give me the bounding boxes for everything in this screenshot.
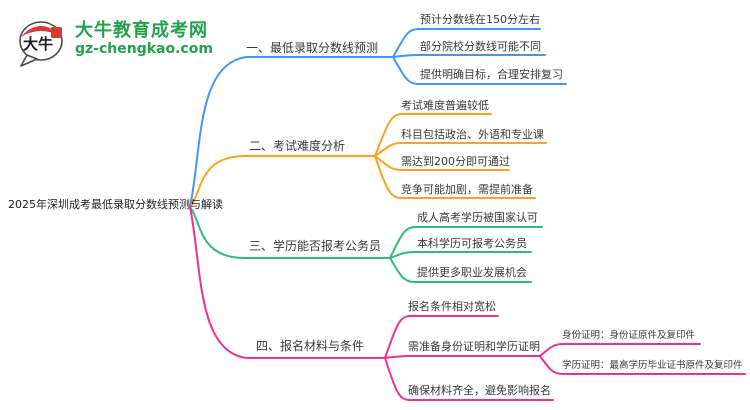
- site-logo: 大牛 大牛教育成考网 gz-chengkao.com: [14, 12, 213, 68]
- branch-2-title: 二、考试难度分析: [249, 139, 346, 153]
- branch-3-child-2: 本科学历可报考公务员: [417, 237, 527, 250]
- branch-4-child-2: 需准备身份证明和学历证明: [408, 340, 540, 353]
- branch-2-child-1: 考试难度普遍较低: [401, 99, 489, 112]
- branch-2-child-3: 需达到200分即可通过: [401, 155, 510, 168]
- branch-3-child-1: 成人高考学历被国家认可: [417, 211, 538, 224]
- branch-4-child-3: 确保材料齐全，避免影响报名: [408, 384, 551, 397]
- branch-4-child-2-sub-1: 身份证明：身份证原件及复印件: [562, 330, 696, 341]
- branch-4-child-2-sub-2: 学历证明：最高学历毕业证书原件及复印件: [562, 360, 743, 371]
- branch-3-child-3: 提供更多职业发展机会: [417, 266, 527, 279]
- logo-icon: 大牛: [19, 21, 63, 67]
- branch-1-child-2: 部分院校分数线可能不同: [420, 40, 541, 53]
- branch-1-title: 一、最低录取分数线预测: [246, 41, 379, 55]
- branch-1-child-3: 提供明确目标，合理安排复习: [420, 68, 563, 81]
- site-name: 大牛教育成考网: [75, 20, 208, 41]
- branch-3-title: 三、学历能否报考公务员: [249, 239, 382, 253]
- branch-4-title: 四、报名材料与条件: [256, 339, 365, 353]
- branch-1-child-1: 预计分数线在150分左右: [420, 13, 540, 26]
- central-topic: 2025年深圳成考最低录取分数线预测与解读: [8, 198, 223, 211]
- logo-bubble-text: 大牛: [23, 35, 53, 53]
- branch-4-child-1: 报名条件相对宽松: [408, 300, 496, 313]
- site-url: gz-chengkao.com: [75, 40, 213, 57]
- branch-2-child-4: 竞争可能加剧，需提前准备: [401, 183, 533, 196]
- branch-2-child-2: 科目包括政治、外语和专业课: [401, 128, 544, 141]
